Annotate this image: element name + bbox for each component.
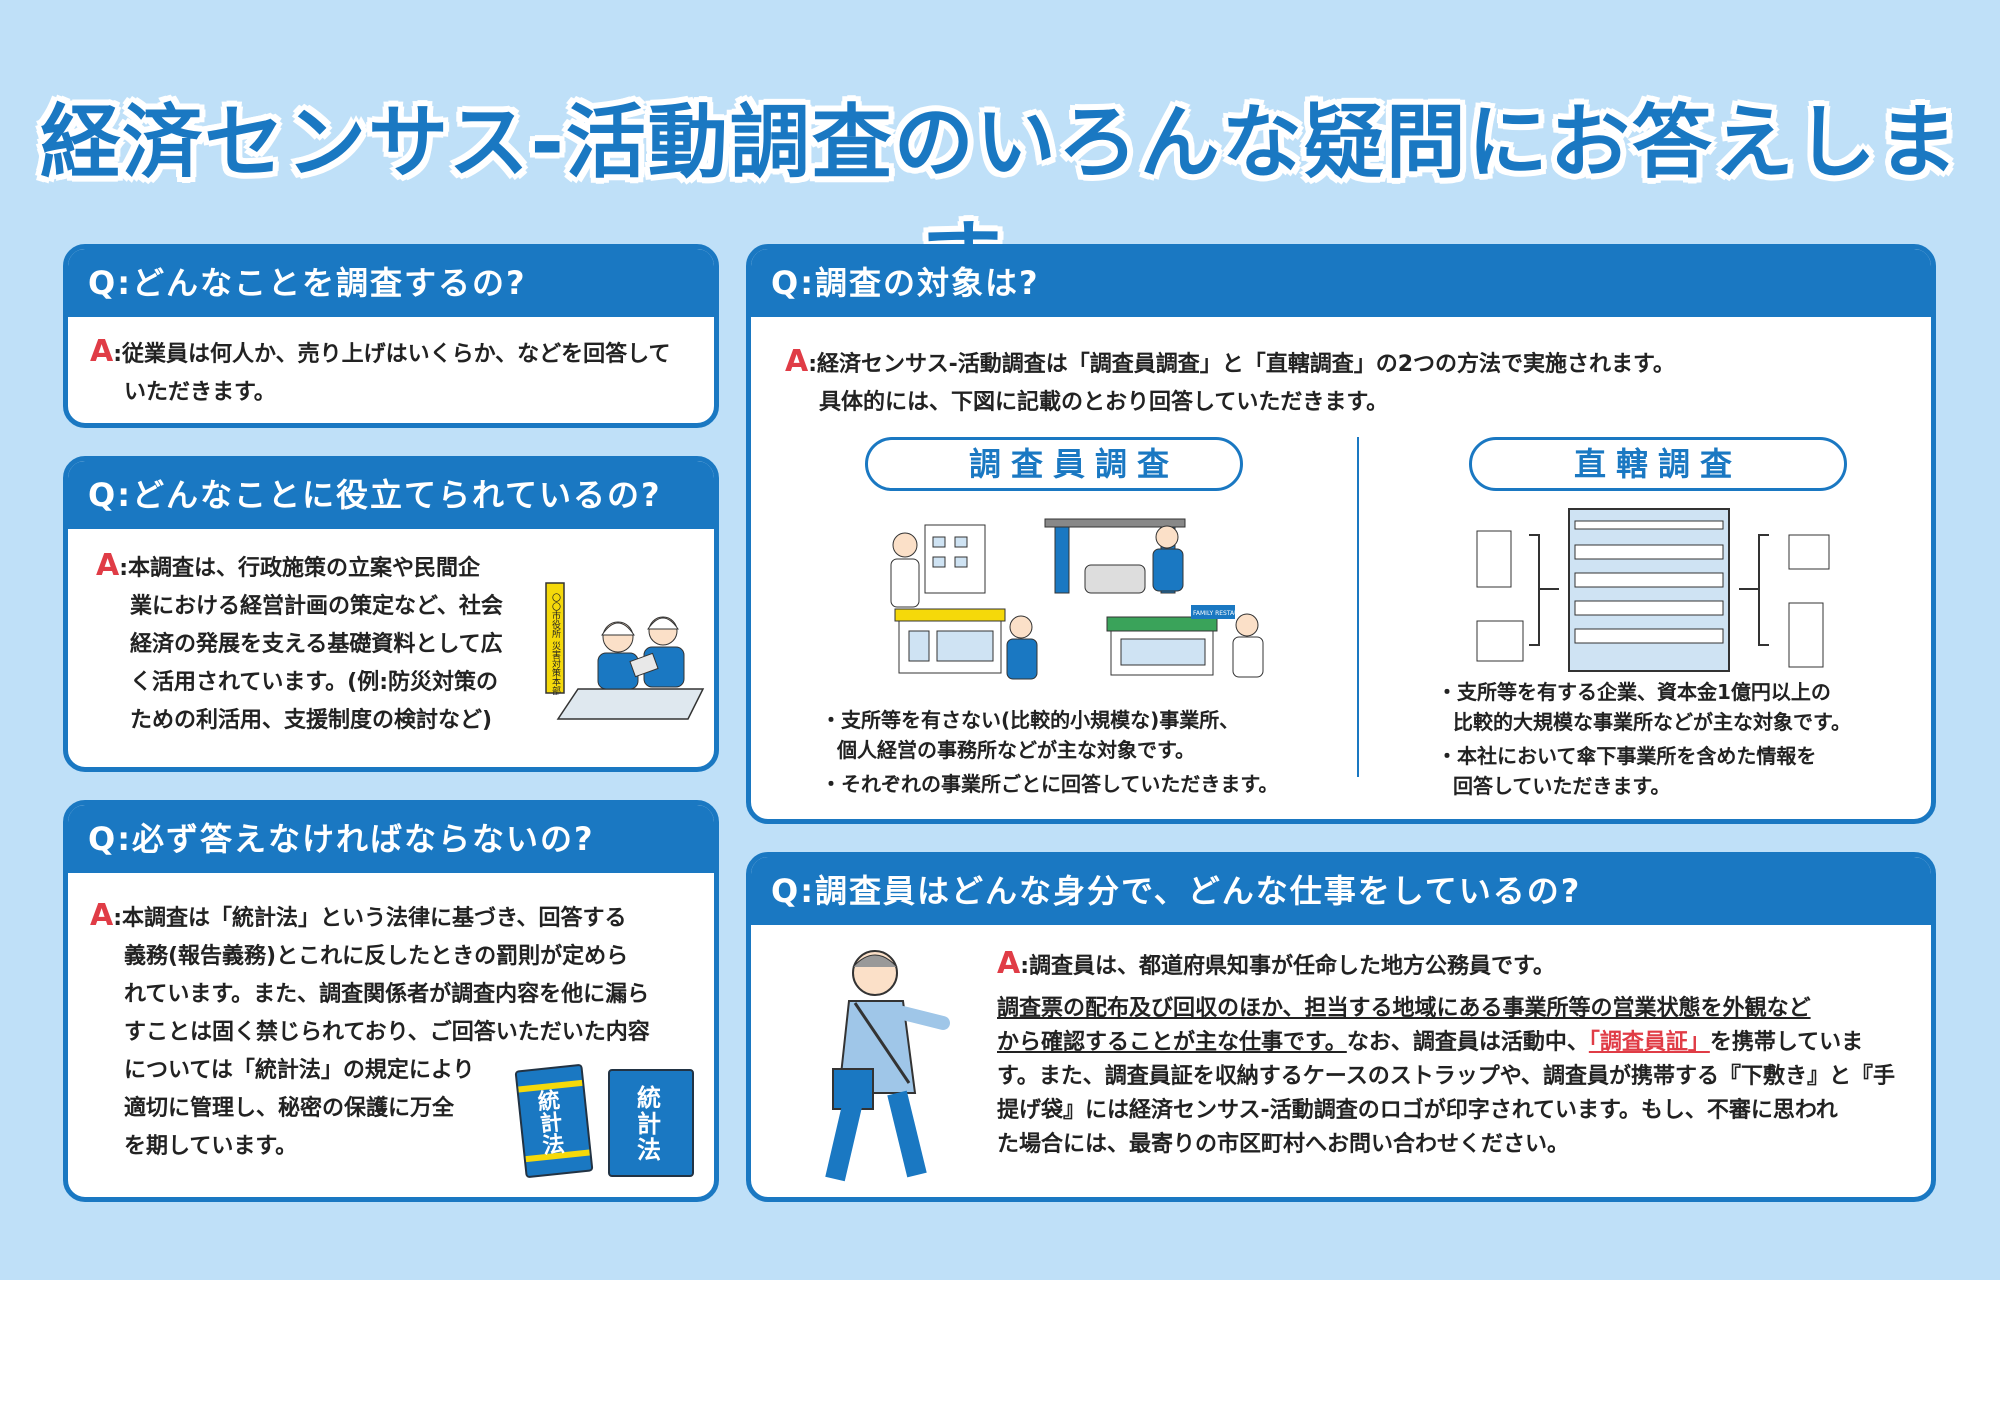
question-heading: Q:どんなことに役立てられているの? [68,461,714,529]
large-business-illustration [1476,508,1830,672]
direct-survey-notes: ・支所等を有する企業、資本金1億円以上の 比較的大規模な事業所などが主な対象です… [1437,680,1851,798]
enumerator-notes: ・支所等を有さない(比較的小規模な)事業所、 個人経営の事務所などが主な対象です… [821,708,1279,796]
enumerator-id-highlight: 「調査員証」 [1588,1030,1710,1055]
statistics-law-book-2: 統計法 [608,1069,694,1177]
answer-mark: A [997,946,1021,981]
hq-sign-text: 〇〇市役所 災害対策本部 [550,593,561,696]
question-heading: Q:どんなことを調査するの? [68,249,714,317]
card-enumerator-role: Q:調査員はどんな身分で、どんな仕事をしているの? A:調査員は、都道府県知事が… [746,852,1936,1202]
question-heading: Q:必ず答えなければならないの? [68,805,714,873]
card-survey-target: Q:調査の対象は? A:経済センサス‐活動調査は「調査員調査」と「直轄調査」の2… [746,244,1936,824]
disaster-hq-illustration: 〇〇市役所 災害対策本部 [545,582,705,720]
pill-enumerator-survey: 調査員調査 [865,437,1243,491]
answer-mark: A [90,334,114,369]
question-heading: Q:調査員はどんな身分で、どんな仕事をしているの? [751,857,1931,925]
answer-text: A:本調査は「統計法」という法律に基づき、回答する 義務(報告義務)とこれに反し… [90,898,650,1159]
answer-mark: A [90,898,114,933]
divider [1357,437,1359,777]
card-how-used: Q:どんなことに役立てられているの? A:本調査は、行政施策の立案や民間企 業に… [63,456,719,772]
card-what-surveyed: Q:どんなことを調査するの? A:従業員は何人か、売り上げはいくらか、などを回答… [63,244,719,428]
question-heading: Q:調査の対象は? [751,249,1931,317]
answer-mark: A [96,548,120,583]
answer-text: A:本調査は、行政施策の立案や民間企 業における経営計画の策定など、社会 経済の… [96,548,503,733]
answer-text: A:従業員は何人か、売り上げはいくらか、などを回答して いただきます。 [90,334,671,405]
small-business-illustration: FAMILY RESTAURANT [890,518,1264,680]
enumerator-walking-illustration [825,950,950,1182]
statistics-law-book-1: 統計法 [514,1063,594,1179]
pill-direct-survey: 直轄調査 [1469,437,1847,491]
answer-text: A:経済センサス‐活動調査は「調査員調査」と「直轄調査」の2つの方法で実施されま… [785,344,1675,415]
answer-text: A:調査員は、都道府県知事が任命した地方公務員です。 調査票の配布及び回収のほか… [997,946,1896,1158]
card-must-answer: Q:必ず答えなければならないの? A:本調査は「統計法」という法律に基づき、回答… [63,800,719,1202]
page-title: 経済センサス‐活動調査のいろんな疑問にお答えします。 [40,96,1960,305]
answer-mark: A [785,344,809,379]
restaurant-sign: FAMILY RESTAURANT [1193,610,1255,617]
